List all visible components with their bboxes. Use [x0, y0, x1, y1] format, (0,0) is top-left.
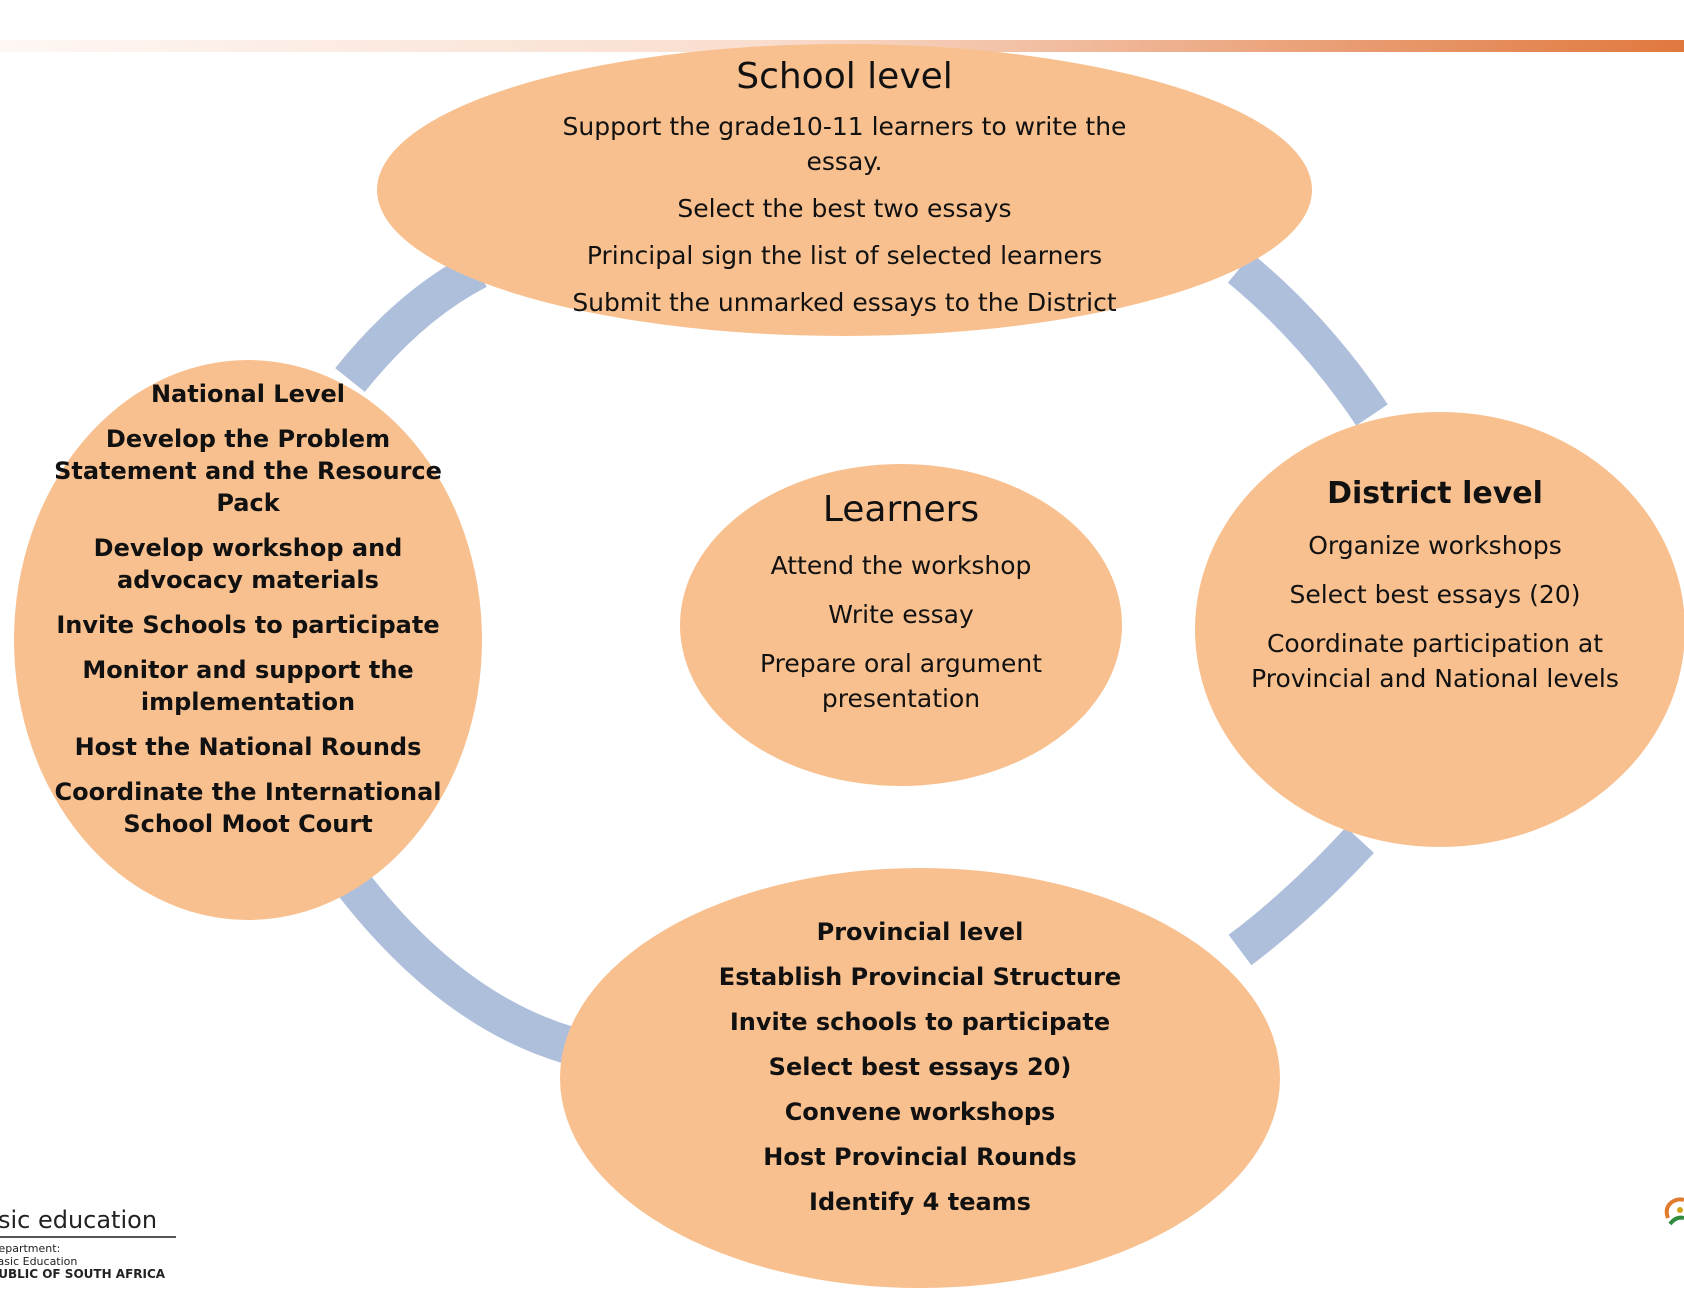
provincial-level-title: Provincial level — [816, 918, 1024, 946]
provincial-level-node: Provincial level Establish Provincial St… — [560, 868, 1280, 1288]
school-level-item: Principal sign the list of selected lear… — [586, 241, 1103, 270]
learners-item: Attend the workshop — [770, 551, 1032, 580]
logo-basic-education-text: Basic Education — [0, 1255, 78, 1268]
national-level-title: National Level — [150, 380, 346, 408]
national-level-item: Invite Schools to participate — [56, 611, 440, 639]
school-level-item: Select the best two essays — [677, 194, 1012, 223]
provincial-level-item: Invite schools to participate — [729, 1008, 1111, 1036]
arc-district-to-provincial — [1228, 827, 1374, 966]
school-level-title: School level — [736, 56, 953, 97]
national-level-item: Monitor and support the implementation — [82, 656, 414, 716]
corner-logo-icon — [1664, 1197, 1684, 1226]
department-logo: basic education Department: Basic Educat… — [0, 1202, 180, 1290]
district-level-title: District level — [1327, 476, 1543, 511]
district-level-item: Coordinate participation at Provincial a… — [1251, 629, 1619, 693]
provincial-level-item: Host Provincial Rounds — [763, 1143, 1077, 1171]
logo-rule — [0, 1236, 176, 1238]
provincial-level-item: Establish Provincial Structure — [718, 963, 1122, 991]
provincial-level-item: Select best essays 20) — [768, 1053, 1072, 1081]
school-level-item: Support the grade10-11 learners to write… — [562, 112, 1127, 176]
national-level-item: Develop workshop and advocacy materials — [93, 534, 403, 594]
school-level-node: School level Support the grade10-11 lear… — [377, 44, 1312, 336]
learners-item: Write essay — [828, 600, 974, 629]
arc-school-to-district — [1227, 253, 1388, 426]
school-level-item: Submit the unmarked essays to the Distri… — [572, 288, 1117, 317]
provincial-level-item: Identify 4 teams — [809, 1188, 1031, 1216]
logo-brand-text: basic education — [0, 1206, 158, 1234]
national-level-node: National Level Develop the Problem State… — [14, 360, 482, 920]
district-level-node: District level Organize workshops Select… — [1195, 412, 1684, 847]
learners-item: Prepare oral argument presentation — [759, 649, 1043, 713]
national-level-item: Host the National Rounds — [74, 733, 422, 761]
arc-national-to-school — [335, 253, 487, 392]
national-level-item: Coordinate the International School Moot… — [54, 778, 442, 838]
learners-node: Learners Attend the workshop Write essay… — [680, 464, 1122, 786]
logo-republic-text: REPUBLIC OF SOUTH AFRICA — [0, 1267, 166, 1281]
provincial-level-item: Convene workshops — [784, 1098, 1056, 1126]
district-level-item: Select best essays (20) — [1289, 580, 1581, 609]
national-level-item: Develop the Problem Statement and the Re… — [54, 425, 442, 517]
logo-department-text: Department: — [0, 1242, 61, 1255]
arc-provincial-to-national — [334, 868, 574, 1064]
district-level-item: Organize workshops — [1308, 531, 1562, 560]
learners-title: Learners — [822, 489, 980, 530]
